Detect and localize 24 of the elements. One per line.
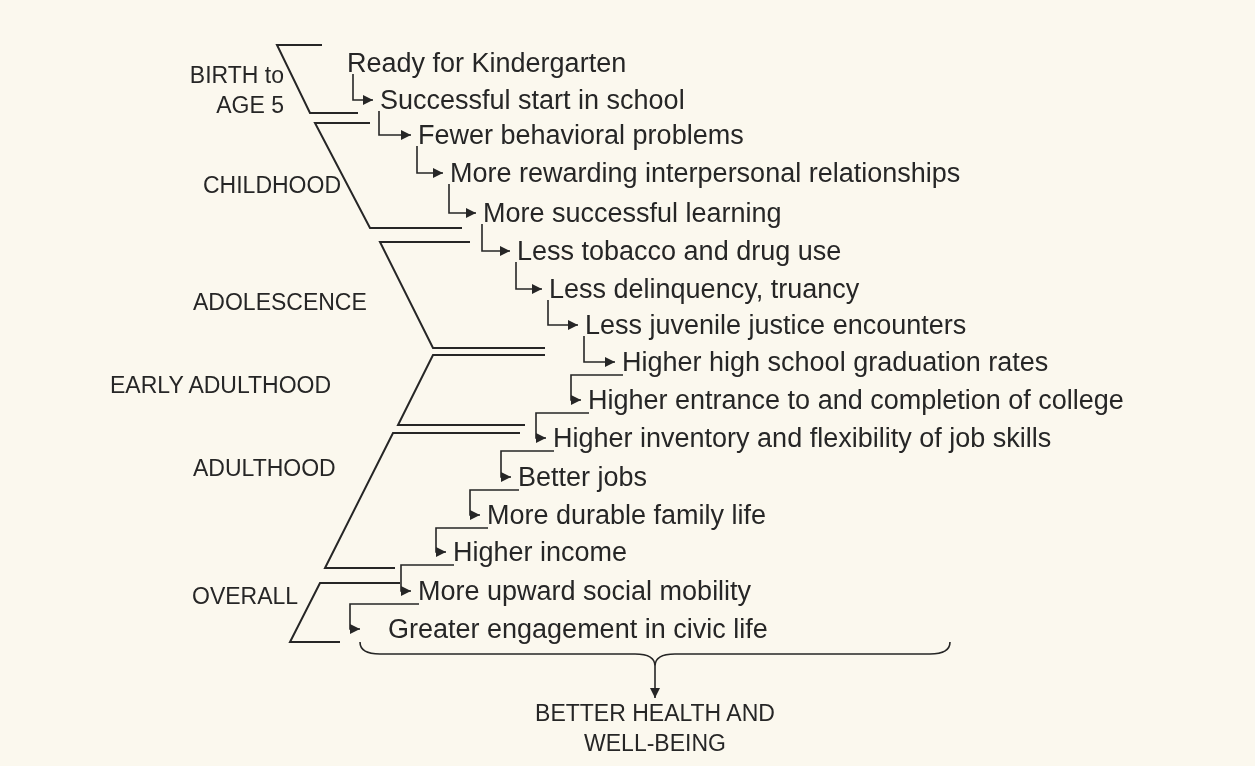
arrow bbox=[481, 223, 511, 256]
arrow bbox=[469, 489, 520, 520]
arrow bbox=[435, 527, 489, 557]
outcome-heading: BETTER HEALTH AND WELL-BEING bbox=[535, 698, 775, 758]
arrow bbox=[400, 564, 455, 596]
arrow bbox=[500, 450, 555, 482]
arrow bbox=[583, 335, 616, 367]
brace-arrow bbox=[359, 641, 951, 699]
arrow bbox=[535, 412, 590, 443]
arrow bbox=[547, 299, 579, 330]
arrow bbox=[349, 603, 420, 634]
arrow bbox=[416, 145, 444, 178]
arrow bbox=[378, 110, 412, 140]
outcome-text: Successful start in school bbox=[373, 89, 685, 111]
stage-label: CHILDHOOD bbox=[203, 171, 341, 200]
stage-label: BIRTH to AGE 5 bbox=[188, 61, 284, 120]
stage-label: ADOLESCENCE bbox=[193, 288, 367, 317]
arrow bbox=[352, 73, 374, 105]
arrow bbox=[515, 261, 543, 294]
arrow bbox=[570, 374, 624, 405]
arrow bbox=[448, 183, 477, 218]
stage-label: OVERALL bbox=[192, 582, 299, 611]
stage-label: EARLY ADULTHOOD bbox=[110, 371, 332, 400]
stage-label: ADULTHOOD bbox=[193, 454, 336, 483]
